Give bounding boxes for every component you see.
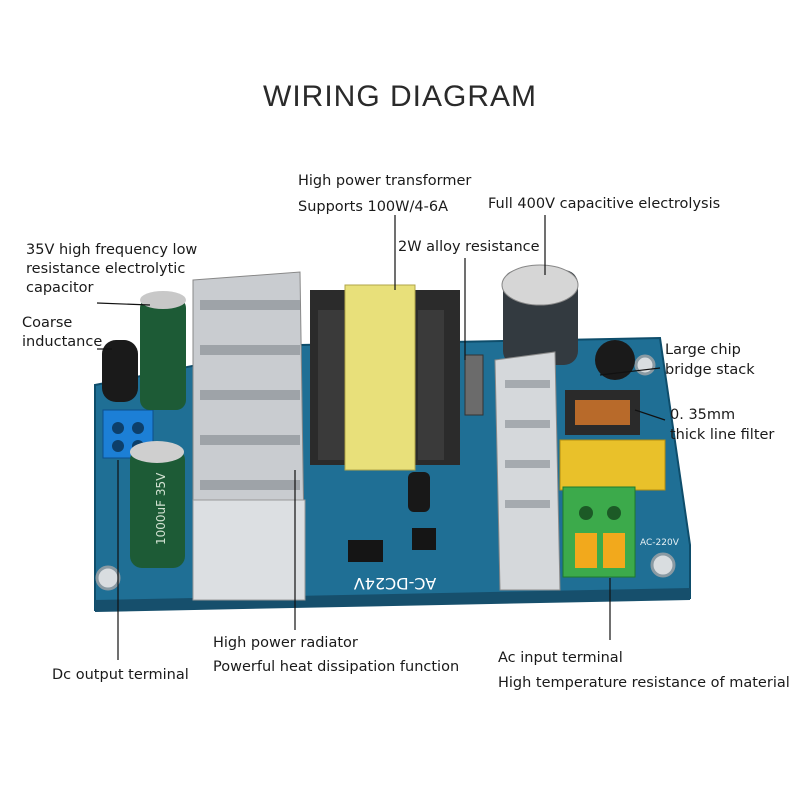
label-line-filter: 0. 35mm thick line filter xyxy=(670,407,775,443)
heat-sink-fins xyxy=(505,380,550,508)
leader-bridge xyxy=(599,367,661,376)
label-alloy-resistance: 2W alloy resistance xyxy=(398,239,540,255)
coarse-inductor xyxy=(102,340,138,402)
mount-hole xyxy=(634,354,656,376)
terminal-screw xyxy=(112,440,124,452)
terminal-screw xyxy=(132,422,144,434)
capacitor-top xyxy=(130,441,184,463)
mount-hole xyxy=(95,565,121,591)
cap-marking: 1000uF 35V xyxy=(154,472,168,545)
terminal-screw xyxy=(112,422,124,434)
ic-chip xyxy=(348,540,383,562)
terminal-screw xyxy=(579,506,593,520)
safety-capacitor xyxy=(559,439,666,491)
terminal-clamp xyxy=(603,533,625,568)
leader-capacitor xyxy=(96,302,151,306)
board-silkscreen: AC-DC24V xyxy=(354,574,436,593)
leader-filter xyxy=(634,409,666,421)
capacitor-top xyxy=(501,264,579,306)
electrolytic-capacitor-output xyxy=(130,448,185,568)
label-transformer: High power transformer Supports 100W/4-6… xyxy=(298,173,472,215)
label-bridge-stack: Large chip bridge stack xyxy=(665,342,755,378)
heat-sink-base xyxy=(192,499,306,601)
transformer-winding xyxy=(344,284,416,471)
alloy-resistor xyxy=(464,354,484,416)
terminal-clamp xyxy=(575,533,597,568)
electrolytic-capacitor-35v xyxy=(140,298,186,410)
diagram-title: WIRING DIAGRAM xyxy=(263,80,537,113)
label-electrolysis: Full 400V capacitive electrolysis xyxy=(488,196,721,212)
label-dc-output: Dc output terminal xyxy=(52,667,189,683)
label-radiator: High power radiator Powerful heat dissip… xyxy=(213,635,460,675)
leader-lines xyxy=(96,215,666,660)
capacitor-top xyxy=(140,291,186,309)
ic-chip xyxy=(412,528,436,550)
heat-sink-right xyxy=(494,351,561,591)
ac-marking: AC-220V xyxy=(640,538,680,548)
mount-hole xyxy=(650,552,676,578)
transformer-frame xyxy=(318,310,344,460)
pcb-edge xyxy=(95,588,690,612)
line-filter-coil xyxy=(575,400,630,425)
label-coarse-inductance: Coarse inductance xyxy=(22,315,103,350)
label-capacitor-35v: 35V high frequency low resistance electr… xyxy=(26,242,198,296)
terminal-screw xyxy=(607,506,621,520)
heat-sink-fins xyxy=(200,300,300,490)
small-capacitor xyxy=(408,472,430,512)
label-ac-input: Ac input terminal High temperature resis… xyxy=(498,650,790,691)
bridge-stack xyxy=(595,340,635,380)
transformer-frame xyxy=(418,310,444,460)
